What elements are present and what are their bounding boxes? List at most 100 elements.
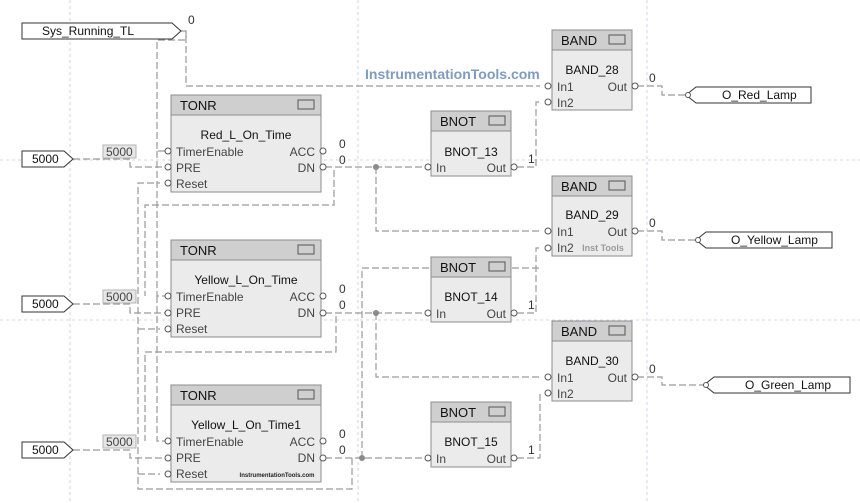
input-pin — [424, 163, 432, 171]
block-menu-icon[interactable] — [608, 325, 626, 336]
bnot-block-14[interactable]: BNOT BNOT_14 In Out 1 — [424, 256, 535, 323]
pin-label: Out — [608, 80, 628, 94]
dn-value: 0 — [339, 298, 346, 312]
acc-value: 0 — [339, 137, 346, 151]
input-tag-label: 5000 — [32, 443, 59, 457]
block-type: BNOT — [440, 405, 476, 420]
block-name: Yellow_L_On_Time1 — [191, 418, 301, 432]
band-block-30[interactable]: BAND BAND_30 In1 In2 Out 0 — [544, 320, 656, 402]
input-tag-label: 5000 — [32, 297, 59, 311]
pin-label: DN — [298, 451, 315, 465]
output-pin — [319, 437, 327, 445]
pre-value: 5000 — [106, 290, 133, 304]
dn-value: 0 — [339, 153, 346, 167]
small-watermark: InstrumentationTools.com — [240, 473, 315, 479]
pin-label: In2 — [557, 96, 574, 110]
block-type: BAND — [561, 324, 597, 339]
block-type: BNOT — [440, 260, 476, 275]
block-name: Red_L_On_Time — [201, 128, 292, 142]
acc-value: 0 — [339, 427, 346, 441]
dn-value: 0 — [339, 443, 346, 457]
wires — [73, 30, 704, 490]
bnot-block-13[interactable]: BNOT BNOT_13 In Out 1 — [424, 110, 535, 177]
block-menu-icon[interactable] — [608, 180, 626, 191]
input-tag-preset-1[interactable]: 5000 — [21, 150, 74, 168]
wire-junctions — [359, 164, 379, 461]
pin-label: In2 — [557, 241, 574, 255]
pin-label: Reset — [176, 467, 208, 481]
input-pin — [544, 82, 552, 90]
output-tag-label: O_Red_Lamp — [722, 88, 797, 102]
pin-label: Out — [487, 452, 507, 466]
inst-tools-watermark: Inst Tools — [582, 243, 624, 253]
out-value: 1 — [528, 443, 535, 457]
pre-value-box-3: 5000 — [102, 434, 137, 449]
block-name: BAND_28 — [565, 63, 619, 77]
input-pin — [424, 309, 432, 317]
input-tag-preset-3[interactable]: 5000 — [21, 441, 74, 459]
bnot-block-15[interactable]: BNOT BNOT_15 In Out 1 — [424, 401, 535, 468]
output-pin — [319, 309, 327, 317]
pin-label: In — [436, 307, 446, 321]
block-menu-icon[interactable] — [488, 115, 506, 126]
pin-label: ACC — [290, 290, 316, 304]
pin-label: Reset — [176, 322, 208, 336]
pin-label: Reset — [176, 177, 208, 191]
band-block-28[interactable]: BAND BAND_28 In1 In2 Out 0 — [544, 29, 656, 111]
input-pin — [164, 437, 172, 445]
output-pin — [319, 163, 327, 171]
pin-label: TimerEnable — [176, 435, 244, 449]
block-menu-icon[interactable] — [488, 406, 506, 417]
block-menu-icon[interactable] — [297, 244, 315, 255]
output-pin — [319, 454, 327, 462]
input-pin — [164, 470, 172, 478]
output-pin — [631, 227, 639, 235]
block-name: BNOT_14 — [444, 290, 498, 304]
block-name: BAND_30 — [565, 354, 619, 368]
pin-label: Out — [608, 371, 628, 385]
input-pin — [164, 163, 172, 171]
tonr-block-yellow[interactable]: TONR Yellow_L_On_Time TimerEnable PRE Re… — [164, 239, 346, 338]
block-menu-icon[interactable] — [608, 34, 626, 45]
input-tag-label: Sys_Running_TL — [42, 24, 134, 38]
input-tag-preset-2[interactable]: 5000 — [21, 295, 74, 313]
pin-label: In — [436, 161, 446, 175]
pin-label: Out — [487, 161, 507, 175]
block-menu-icon[interactable] — [488, 261, 506, 272]
input-tag-value: 0 — [188, 13, 195, 27]
output-pin — [319, 147, 327, 155]
output-tag-green-lamp[interactable]: O_Green_Lamp — [703, 376, 851, 394]
out-value: 0 — [649, 362, 656, 376]
output-pin — [631, 82, 639, 90]
block-menu-icon[interactable] — [297, 99, 315, 110]
pre-value: 5000 — [106, 145, 133, 159]
tonr-block-red[interactable]: TONR Red_L_On_Time TimerEnable PRE Reset… — [164, 94, 346, 193]
output-tag-red-lamp[interactable]: O_Red_Lamp — [685, 86, 812, 104]
pin-label: Out — [608, 225, 628, 239]
tonr-block-yellow-1[interactable]: TONR Yellow_L_On_Time1 TimerEnable PRE R… — [164, 384, 346, 483]
block-type: TONR — [180, 388, 217, 403]
block-type: BAND — [561, 33, 597, 48]
output-pin — [510, 309, 518, 317]
band-block-29[interactable]: BAND BAND_29 In1 In2 Out Inst Tools 0 — [544, 175, 656, 257]
input-tag-sys-running[interactable]: Sys_Running_TL 0 — [21, 13, 195, 40]
pin-label: In1 — [557, 225, 574, 239]
output-pin — [510, 163, 518, 171]
output-tag-yellow-lamp[interactable]: O_Yellow_Lamp — [695, 231, 833, 249]
junction-dot — [373, 164, 379, 170]
block-type: TONR — [180, 98, 217, 113]
pin-label: In1 — [557, 80, 574, 94]
input-pin — [424, 454, 432, 462]
block-menu-icon[interactable] — [297, 389, 315, 400]
pin-label: TimerEnable — [176, 290, 244, 304]
pin-label: PRE — [176, 306, 201, 320]
output-tag-label: O_Green_Lamp — [745, 378, 831, 392]
block-type: TONR — [180, 243, 217, 258]
input-tag-label: 5000 — [32, 152, 59, 166]
pin-label: In2 — [557, 387, 574, 401]
block-name: BAND_29 — [565, 208, 619, 222]
input-pin — [544, 98, 552, 106]
junction-dot — [373, 310, 379, 316]
